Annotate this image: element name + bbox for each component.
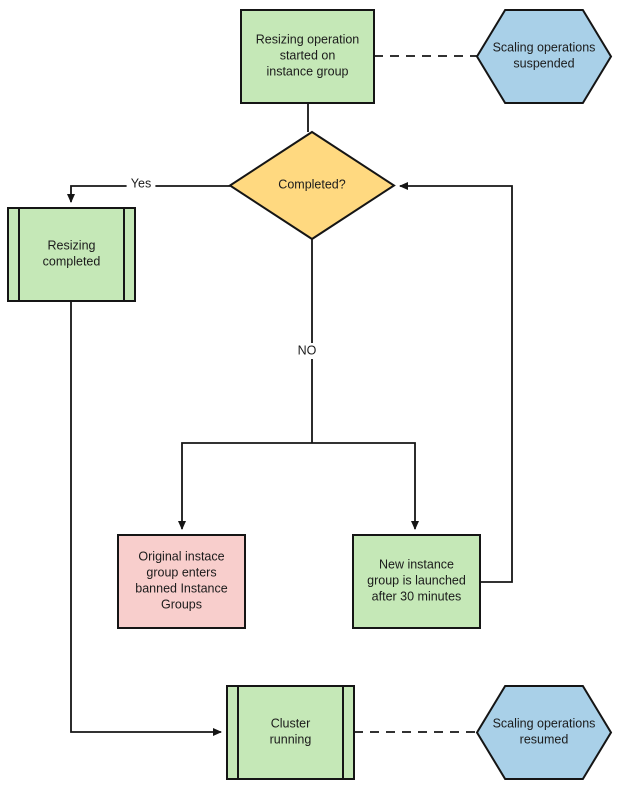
completed-decision-node-label: Completed? (278, 178, 345, 192)
edge-decision-yes-to-resizing-completed-label-backdrop (126, 176, 156, 192)
edge-decision-no-split-label-backdrop (296, 343, 318, 359)
edge-decision-no-split-label: NO (298, 343, 317, 357)
edge-new-group-back-to-decision (399, 182, 513, 583)
scaling-operations-suspended-node-shape (475, 9, 613, 104)
cluster-running-node-shape (226, 685, 355, 780)
edge-resizing-completed-to-cluster-running (70, 301, 222, 736)
original-instance-group-banned-node-shape (117, 534, 246, 629)
new-instance-group-launched-node-shape (352, 534, 481, 629)
resizing-operation-started-node-shape (240, 9, 375, 104)
edge-decision-yes-to-resizing-completed (67, 185, 230, 203)
resizing-completed-node-shape (7, 207, 136, 302)
completed-decision-node-shape (228, 130, 396, 241)
edge-split-to-new-group-launched (312, 442, 419, 530)
edge-decision-yes-to-resizing-completed-label: Yes (131, 176, 151, 190)
scaling-operations-resumed-node-shape (475, 685, 613, 780)
completed-decision-node[interactable]: Completed? (228, 130, 396, 241)
edge-split-to-original-group-banned (178, 442, 312, 530)
edges-layer (67, 55, 513, 736)
